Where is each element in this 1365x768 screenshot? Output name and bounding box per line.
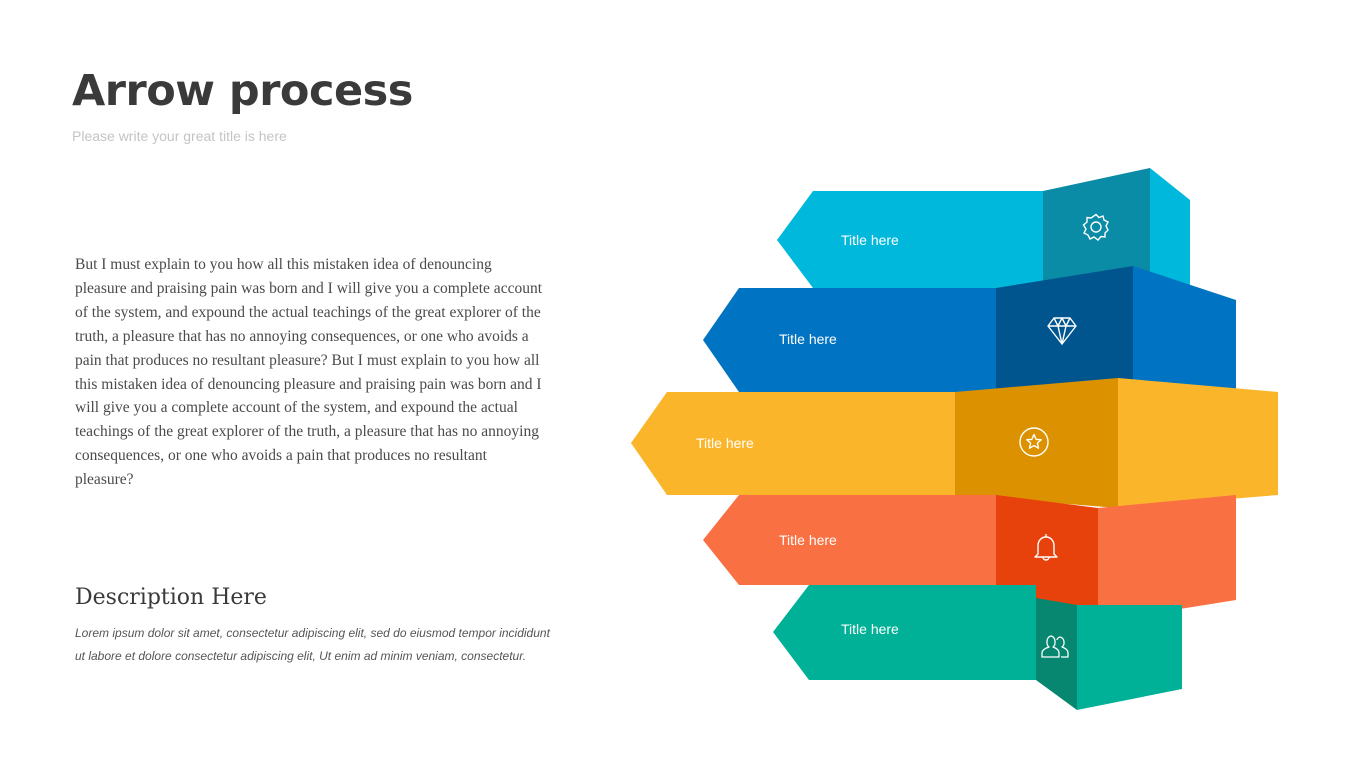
arrow-5-right-fold: [1077, 605, 1182, 710]
star-icon: [1019, 427, 1049, 457]
description-title: Description Here: [75, 585, 267, 610]
arrow-5-icon-panel: [1036, 598, 1077, 710]
page-subtitle: Please write your great title is here: [72, 128, 287, 144]
arrow-3-icon-panel: [955, 378, 1118, 508]
arrow-3: Title here: [631, 378, 1278, 508]
arrow-3-body: [631, 392, 955, 495]
arrow-1-right-fold: [1150, 168, 1190, 290]
arrow-4-label: Title here: [779, 532, 837, 548]
description-text: Lorem ipsum dolor sit amet, consectetur …: [75, 626, 550, 663]
bell-icon: [1034, 534, 1058, 561]
arrow-1-icon-panel: [1043, 168, 1150, 290]
diamond-icon: [1047, 317, 1077, 345]
arrow-2-icon-panel: [996, 266, 1133, 392]
arrow-3-right-fold: [1118, 378, 1278, 508]
arrow-3-label: Title here: [696, 435, 754, 451]
users-icon: [1041, 635, 1069, 658]
arrow-4-right-fold: [1098, 495, 1236, 622]
gear-icon: [1082, 213, 1109, 241]
arrow-2: Title here: [703, 266, 1236, 392]
arrow-2-right-fold: [1133, 266, 1236, 392]
arrow-5-label: Title here: [841, 621, 899, 637]
arrow-4-body: [703, 495, 996, 585]
arrow-5: Title here: [773, 585, 1182, 710]
arrow-5-body: [773, 585, 1036, 680]
arrow-2-body: [703, 288, 996, 392]
body-paragraph: But I must explain to you how all this m…: [75, 256, 543, 489]
arrow-1-body: [777, 191, 1043, 288]
arrow-2-label: Title here: [779, 331, 837, 347]
arrow-1: Title here: [777, 168, 1190, 290]
arrow-1-label: Title here: [841, 232, 899, 248]
page-title: Arrow process: [72, 66, 413, 116]
